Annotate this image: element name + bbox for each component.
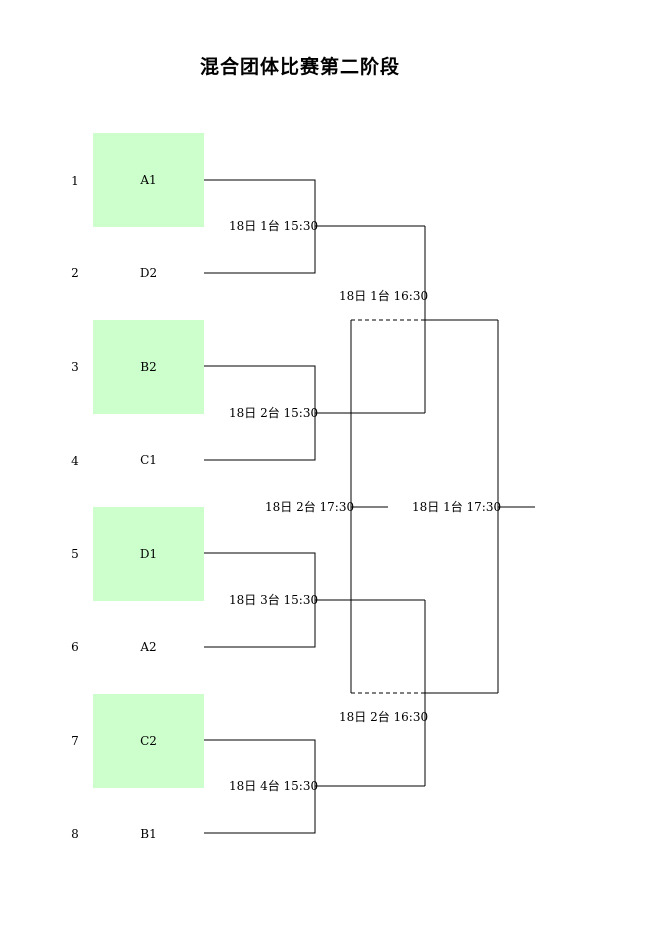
match-time-final: 18日 1台 17:30 <box>412 500 502 514</box>
seed-number: 3 <box>71 360 79 374</box>
team-slot: B1 <box>93 820 204 848</box>
team-slot: C2 <box>93 694 204 788</box>
seed-number: 5 <box>71 547 79 561</box>
match-time-semifinal-2: 18日 2台 16:30 <box>339 710 429 724</box>
match-time-r1-2: 18日 2台 15:30 <box>229 406 319 420</box>
seed-number: 1 <box>71 174 79 188</box>
match-time-r1-1: 18日 1台 15:30 <box>229 219 319 233</box>
team-slot: C1 <box>93 446 204 474</box>
page-title: 混合团体比赛第二阶段 <box>199 56 400 78</box>
team-name: C1 <box>140 453 157 467</box>
team-slot: D2 <box>93 259 204 287</box>
team-name: B2 <box>140 360 157 374</box>
team-name: A1 <box>140 173 157 187</box>
seed-number: 2 <box>71 266 79 280</box>
seed-number: 8 <box>71 827 79 841</box>
match-time-r1-3: 18日 3台 15:30 <box>229 593 319 607</box>
match-time-r1-4: 18日 4台 15:30 <box>229 779 319 793</box>
seed-number: 6 <box>71 640 79 654</box>
match-time-semifinal-1: 18日 1台 16:30 <box>339 289 429 303</box>
team-name: D1 <box>139 547 158 561</box>
team-name: B1 <box>140 827 157 841</box>
team-slot: B2 <box>93 320 204 414</box>
seed-number: 7 <box>71 734 79 748</box>
team-slot: D1 <box>93 507 204 601</box>
team-name: A2 <box>140 640 157 654</box>
team-name: D2 <box>139 266 158 280</box>
match-time-third-place: 18日 2台 17:30 <box>265 500 355 514</box>
team-slot: A1 <box>93 133 204 227</box>
seed-number: 4 <box>71 454 79 468</box>
team-slot: A2 <box>93 633 204 661</box>
team-name: C2 <box>140 734 157 748</box>
